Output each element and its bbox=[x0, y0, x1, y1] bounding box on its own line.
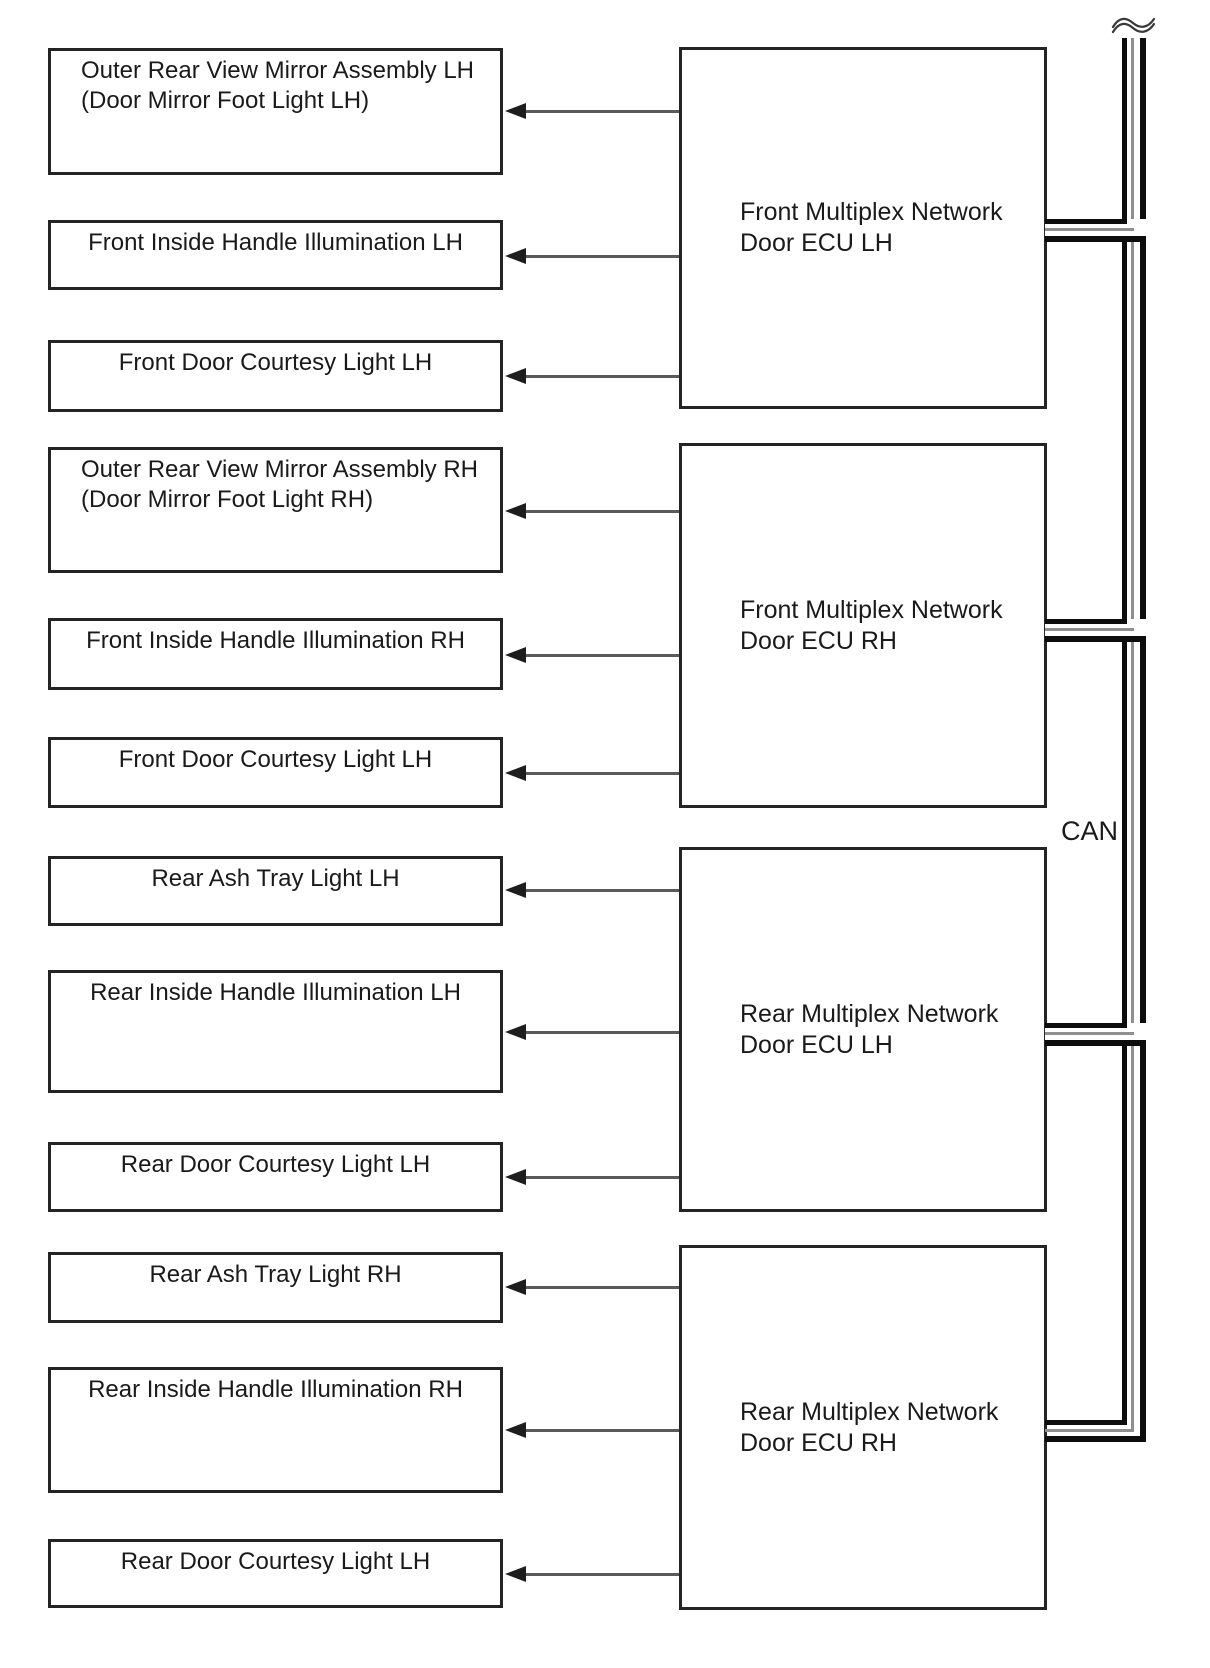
ecu-label: Front Multiplex Network bbox=[740, 198, 1003, 226]
can-stub-low bbox=[1045, 1436, 1146, 1442]
can-bus-line-right bbox=[1140, 38, 1146, 1442]
signal-arrow-line bbox=[523, 889, 679, 892]
can-stub-high bbox=[1045, 619, 1127, 624]
component-box-rear-ash-tray-light-rh: Rear Ash Tray Light RH bbox=[48, 1252, 503, 1323]
arrow-head-left-icon bbox=[505, 1566, 526, 1582]
component-label: Rear Ash Tray Light LH bbox=[151, 865, 400, 892]
can-stub-low bbox=[1045, 1040, 1146, 1046]
can-stub-mid bbox=[1045, 228, 1134, 231]
ecu-box-front-multiplex-lh: Front Multiplex Network Door ECU LH bbox=[679, 47, 1047, 409]
signal-arrow-line bbox=[523, 1286, 679, 1289]
ecu-label: Door ECU LH bbox=[740, 229, 893, 257]
can-bus-label: CAN bbox=[1060, 816, 1118, 846]
arrow-head-left-icon bbox=[505, 248, 526, 264]
component-label: Rear Inside Handle Illumination RH bbox=[88, 1376, 463, 1403]
arrow-head-left-icon bbox=[505, 368, 526, 384]
arrow-head-left-icon bbox=[505, 1279, 526, 1295]
component-box-rear-door-courtesy-light-lh: Rear Door Courtesy Light LH bbox=[48, 1142, 503, 1212]
signal-arrow-line bbox=[523, 1031, 679, 1034]
component-box-front-inside-handle-illumination-rh: Front Inside Handle Illumination RH bbox=[48, 618, 503, 690]
can-stub-mid bbox=[1045, 1032, 1134, 1035]
can-junction-front-lh bbox=[1045, 219, 1146, 242]
component-box-rear-ash-tray-light-lh: Rear Ash Tray Light LH bbox=[48, 856, 503, 926]
can-stub-high bbox=[1045, 1023, 1127, 1028]
component-label: Front Door Courtesy Light LH bbox=[118, 746, 433, 773]
component-box-outer-mirror-lh: Outer Rear View Mirror Assembly LH (Door… bbox=[48, 48, 503, 175]
signal-arrow-line bbox=[523, 1176, 679, 1179]
arrow-head-left-icon bbox=[505, 1169, 526, 1185]
ecu-label: Door ECU RH bbox=[740, 626, 897, 655]
component-box-front-door-courtesy-light-2: Front Door Courtesy Light LH bbox=[48, 737, 503, 808]
component-box-outer-mirror-rh: Outer Rear View Mirror Assembly RH (Door… bbox=[48, 447, 503, 573]
ecu-label: Door ECU RH bbox=[740, 1428, 897, 1457]
can-stub-low bbox=[1045, 636, 1146, 642]
component-label: Rear Inside Handle Illumination LH bbox=[90, 979, 461, 1006]
component-box-rear-door-courtesy-light-2: Rear Door Courtesy Light LH bbox=[48, 1539, 503, 1608]
arrow-head-left-icon bbox=[505, 647, 526, 663]
arrow-head-left-icon bbox=[505, 503, 526, 519]
bus-continuation-squiggle-icon bbox=[1111, 17, 1156, 34]
component-label: Rear Ash Tray Light RH bbox=[149, 1261, 402, 1288]
component-label: Front Door Courtesy Light LH bbox=[118, 349, 433, 376]
can-bus-line-left bbox=[1122, 38, 1127, 1425]
component-box-front-inside-handle-illumination-lh: Front Inside Handle Illumination LH bbox=[48, 220, 503, 290]
component-box-rear-inside-handle-illumination-lh: Rear Inside Handle Illumination LH bbox=[48, 970, 503, 1093]
arrow-head-left-icon bbox=[505, 103, 526, 119]
component-label: Outer Rear View Mirror Assembly RH bbox=[81, 456, 478, 483]
ecu-label: Rear Multiplex Network bbox=[740, 999, 999, 1028]
can-junction-rear-lh bbox=[1045, 1023, 1146, 1046]
signal-arrow-line bbox=[523, 110, 679, 113]
signal-arrow-line bbox=[523, 1429, 679, 1432]
arrow-head-left-icon bbox=[505, 765, 526, 781]
component-label: Rear Door Courtesy Light LH bbox=[120, 1548, 431, 1575]
component-label: Front Inside Handle Illumination LH bbox=[88, 229, 463, 256]
ecu-box-front-multiplex-rh: Front Multiplex Network Door ECU RH bbox=[679, 443, 1047, 808]
component-label: Outer Rear View Mirror Assembly LH bbox=[81, 57, 474, 84]
arrow-head-left-icon bbox=[505, 1024, 526, 1040]
can-stub-high bbox=[1045, 219, 1127, 224]
component-label: Front Inside Handle Illumination RH bbox=[86, 627, 465, 654]
can-stub-mid bbox=[1045, 1429, 1134, 1432]
component-box-front-door-courtesy-light-lh: Front Door Courtesy Light LH bbox=[48, 340, 503, 412]
ecu-label: Front Multiplex Network bbox=[740, 595, 1003, 624]
can-stub-mid bbox=[1045, 628, 1134, 631]
component-label: Rear Door Courtesy Light LH bbox=[120, 1151, 431, 1178]
arrow-head-left-icon bbox=[505, 1422, 526, 1438]
component-label: (Door Mirror Foot Light RH) bbox=[81, 486, 374, 513]
can-bus-terminal-rear-rh bbox=[1045, 1420, 1146, 1442]
signal-arrow-line bbox=[523, 772, 679, 775]
can-junction-front-rh bbox=[1045, 619, 1146, 642]
signal-arrow-line bbox=[523, 375, 679, 378]
ecu-box-rear-multiplex-rh: Rear Multiplex Network Door ECU RH bbox=[679, 1245, 1047, 1610]
component-label: (Door Mirror Foot Light LH) bbox=[81, 87, 370, 114]
signal-arrow-line bbox=[523, 255, 679, 258]
can-bus-line-middle bbox=[1131, 38, 1134, 1432]
ecu-box-rear-multiplex-lh: Rear Multiplex Network Door ECU LH bbox=[679, 847, 1047, 1212]
can-stub-high bbox=[1045, 1420, 1127, 1425]
can-stub-low bbox=[1045, 236, 1146, 242]
component-box-rear-inside-handle-illumination-rh: Rear Inside Handle Illumination RH bbox=[48, 1367, 503, 1493]
ecu-label: Door ECU LH bbox=[740, 1030, 893, 1059]
signal-arrow-line bbox=[523, 510, 679, 513]
ecu-label: Rear Multiplex Network bbox=[740, 1397, 999, 1426]
signal-arrow-line bbox=[523, 1573, 679, 1576]
arrow-head-left-icon bbox=[505, 882, 526, 898]
signal-arrow-line bbox=[523, 654, 679, 657]
